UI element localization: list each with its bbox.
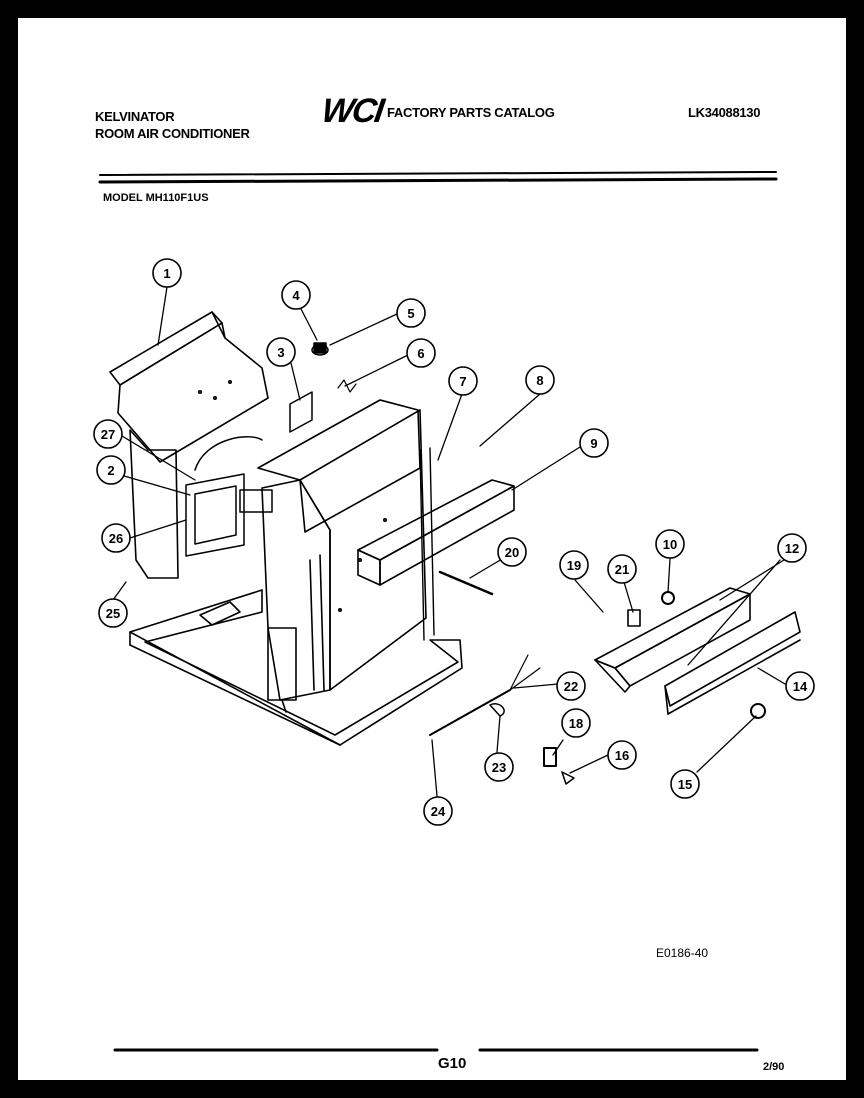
callout-18: 18 bbox=[561, 708, 591, 738]
part-power-cord bbox=[429, 689, 511, 736]
callout-3: 3 bbox=[266, 337, 296, 367]
svg-text:12: 12 bbox=[785, 541, 799, 556]
svg-text:23: 23 bbox=[492, 760, 506, 775]
part-fan-scroll bbox=[185, 436, 273, 557]
leader-lines bbox=[112, 286, 786, 797]
svg-text:16: 16 bbox=[615, 748, 629, 763]
svg-text:5: 5 bbox=[407, 306, 414, 321]
callout-7: 7 bbox=[448, 366, 478, 396]
svg-text:25: 25 bbox=[106, 606, 120, 621]
callout-8: 8 bbox=[525, 365, 555, 395]
callout-4: 4 bbox=[281, 280, 311, 310]
header-rule-bottom bbox=[98, 177, 778, 184]
svg-text:4: 4 bbox=[292, 288, 300, 303]
part-capacitor bbox=[661, 591, 675, 605]
page-code: G10 bbox=[438, 1055, 467, 1072]
part-grommet bbox=[750, 703, 766, 719]
part-channel bbox=[357, 479, 515, 586]
callout-14: 14 bbox=[785, 671, 815, 701]
svg-text:9: 9 bbox=[590, 436, 597, 451]
svg-text:20: 20 bbox=[505, 545, 519, 560]
svg-text:19: 19 bbox=[567, 558, 581, 573]
svg-text:14: 14 bbox=[793, 679, 808, 694]
callout-6: 6 bbox=[406, 338, 436, 368]
svg-text:8: 8 bbox=[536, 373, 543, 388]
brand-line-1: KELVINATOR bbox=[95, 109, 175, 124]
part-trim-strip bbox=[664, 611, 801, 715]
part-relay bbox=[627, 609, 641, 627]
part-switch bbox=[543, 747, 557, 767]
callout-16: 16 bbox=[607, 740, 637, 770]
callout-20: 20 bbox=[497, 537, 527, 567]
part-side-rail bbox=[419, 447, 435, 641]
catalog-title: FACTORY PARTS CATALOG bbox=[387, 105, 555, 120]
svg-text:1: 1 bbox=[163, 266, 170, 281]
svg-text:6: 6 bbox=[417, 346, 424, 361]
callout-15: 15 bbox=[670, 769, 700, 799]
callout-5: 5 bbox=[396, 298, 426, 328]
part-control-bracket bbox=[594, 587, 751, 693]
part-bracket bbox=[289, 391, 313, 433]
part-strain-relief bbox=[489, 703, 505, 717]
part-base-pan bbox=[129, 589, 463, 746]
svg-text:27: 27 bbox=[101, 427, 115, 442]
callout-25: 25 bbox=[98, 598, 128, 628]
drawing-code: E0186-40 bbox=[656, 946, 709, 960]
svg-text:18: 18 bbox=[569, 716, 583, 731]
callout-27: 27 bbox=[93, 419, 123, 449]
callout-10: 10 bbox=[655, 529, 685, 559]
svg-text:21: 21 bbox=[615, 562, 629, 577]
catalog-number: LK34088130 bbox=[688, 105, 761, 120]
callout-23: 23 bbox=[484, 752, 514, 782]
svg-text:2: 2 bbox=[107, 463, 114, 478]
model-label: MODEL MH110F1US bbox=[103, 192, 209, 204]
part-screw bbox=[438, 570, 494, 596]
callout-24: 24 bbox=[423, 796, 453, 826]
callout-2: 2 bbox=[96, 455, 126, 485]
callout-1: 1 bbox=[152, 258, 182, 288]
part-knob bbox=[311, 342, 329, 356]
svg-text:26: 26 bbox=[109, 531, 123, 546]
callout-12: 12 bbox=[777, 533, 807, 563]
part-clip bbox=[561, 771, 575, 785]
callout-22: 22 bbox=[556, 671, 586, 701]
svg-text:3: 3 bbox=[277, 345, 284, 360]
svg-text:22: 22 bbox=[564, 679, 578, 694]
svg-text:24: 24 bbox=[431, 804, 446, 819]
callout-9: 9 bbox=[579, 428, 609, 458]
callout-26: 26 bbox=[101, 523, 131, 553]
brand-line-2: ROOM AIR CONDITIONER bbox=[95, 126, 250, 141]
part-spring bbox=[337, 379, 357, 393]
footer-date: 2/90 bbox=[763, 1061, 785, 1073]
svg-text:10: 10 bbox=[663, 537, 677, 552]
callout-21: 21 bbox=[607, 554, 637, 584]
svg-text:7: 7 bbox=[459, 374, 466, 389]
part-bulkhead bbox=[257, 399, 427, 701]
part-top-cover bbox=[109, 311, 269, 579]
svg-text:15: 15 bbox=[678, 777, 692, 792]
header-rule-top bbox=[99, 171, 777, 176]
callout-19: 19 bbox=[559, 550, 589, 580]
